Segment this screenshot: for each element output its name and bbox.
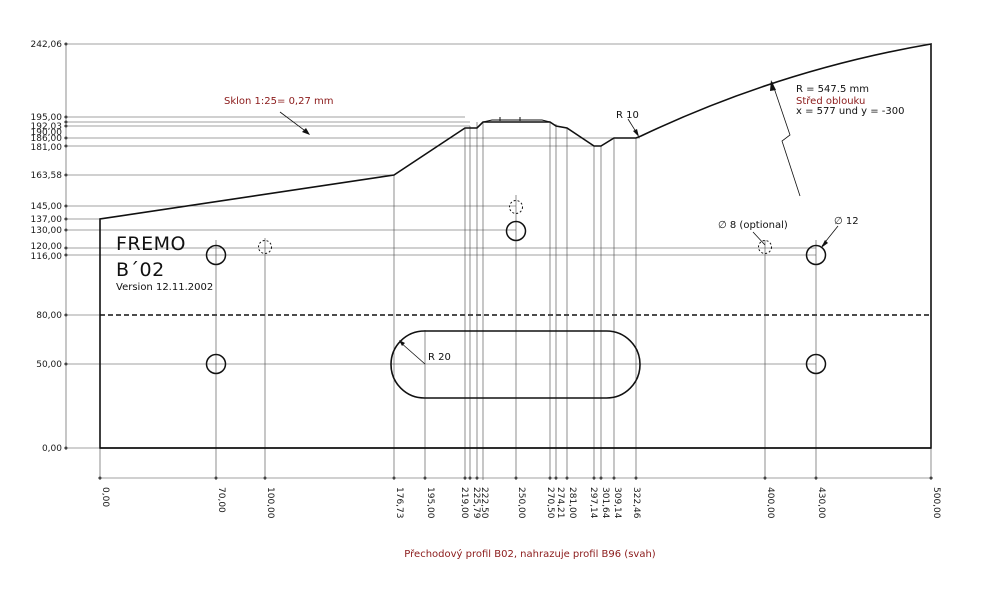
x-label: 100,00 [265,487,275,519]
arc-radius-label: R = 547.5 mm [796,84,869,95]
x-label: 195,00 [425,487,435,519]
x-label: 176,73 [394,487,404,519]
hole-12-right-upper [805,244,827,266]
x-label: 0,00 [100,487,110,507]
hole-8-optional-center [509,200,523,214]
x-label: 309,14 [612,487,622,519]
y-label: 137,00 [31,215,63,225]
x-label: 70,00 [216,487,226,513]
rail-detail [482,119,551,123]
y-label: 190,00 [31,128,63,138]
x-label: 270,50 [545,487,555,519]
holes [205,200,827,375]
y-label: 50,00 [36,360,62,370]
hole-optional-label: ∅ 8 (optional) [718,220,788,231]
y-label: 0,00 [42,444,62,454]
drawing-caption: Přechodový profil B02, nahrazuje profil … [404,548,656,560]
y-label: 120,00 [31,242,63,252]
x-label: 322,46 [631,487,641,519]
slope-leader [279,111,309,134]
hole-12-right-lower [805,353,827,375]
y-axis-labels: 242,06 195,00 192,03 190,00 186,00 181,0… [31,40,63,454]
x-label: 225,79 [471,487,481,519]
x-label: 400,00 [765,487,775,519]
profile-outline [99,43,932,449]
y-label: 116,00 [31,252,63,262]
y-label: 145,00 [31,202,63,212]
x-label: 222,50 [479,487,489,519]
slot-outline [390,330,641,399]
r20-label: R 20 [428,352,451,363]
y-label: 195,00 [31,113,63,123]
x-axis-labels: 0,00 70,00 100,00 176,73 195,00 219,00 2… [100,487,941,519]
x-tick-markers [98,476,933,480]
y-tick-markers [64,42,68,450]
r20-leader [399,341,426,365]
x-label: 297,14 [588,487,598,519]
y-label: 181,00 [31,143,63,153]
hole-12-label: ∅ 12 [834,216,859,227]
x-label: 281,00 [567,487,577,519]
hole-12-left-lower [205,353,227,375]
hole-12-center [505,220,527,242]
y-label: 130,00 [31,226,63,236]
slope-annotation: Sklon 1:25= 0,27 mm [224,96,334,107]
hole-8-optional-right [758,240,772,254]
arc-center-label: Střed oblouku [796,95,865,107]
y-label: 80,00 [36,311,62,321]
y-label: 242,06 [31,40,63,50]
x-label: 274,21 [555,487,565,519]
hole8-leader [752,231,766,246]
x-label: 500,00 [931,487,941,519]
drawing-title-line2: B´02 [116,259,165,281]
drawing-title-line1: FREMO [116,233,186,255]
hole-8-optional-left [258,240,272,254]
x-label: 219,00 [459,487,469,519]
arc-radius-leader [771,81,801,197]
y-label: 163,58 [31,171,63,181]
x-label: 430,00 [816,487,826,519]
r10-label: R 10 [616,110,639,121]
x-label: 250,00 [516,487,526,519]
y-label: 186,00 [31,134,63,144]
arc-center-coords: x = 577 und y = -300 [796,106,904,117]
version-label: Version 12.11.2002 [116,282,213,293]
x-label: 301,64 [600,487,610,519]
y-label: 192,03 [31,122,63,132]
hole-12-left-upper [205,244,227,266]
